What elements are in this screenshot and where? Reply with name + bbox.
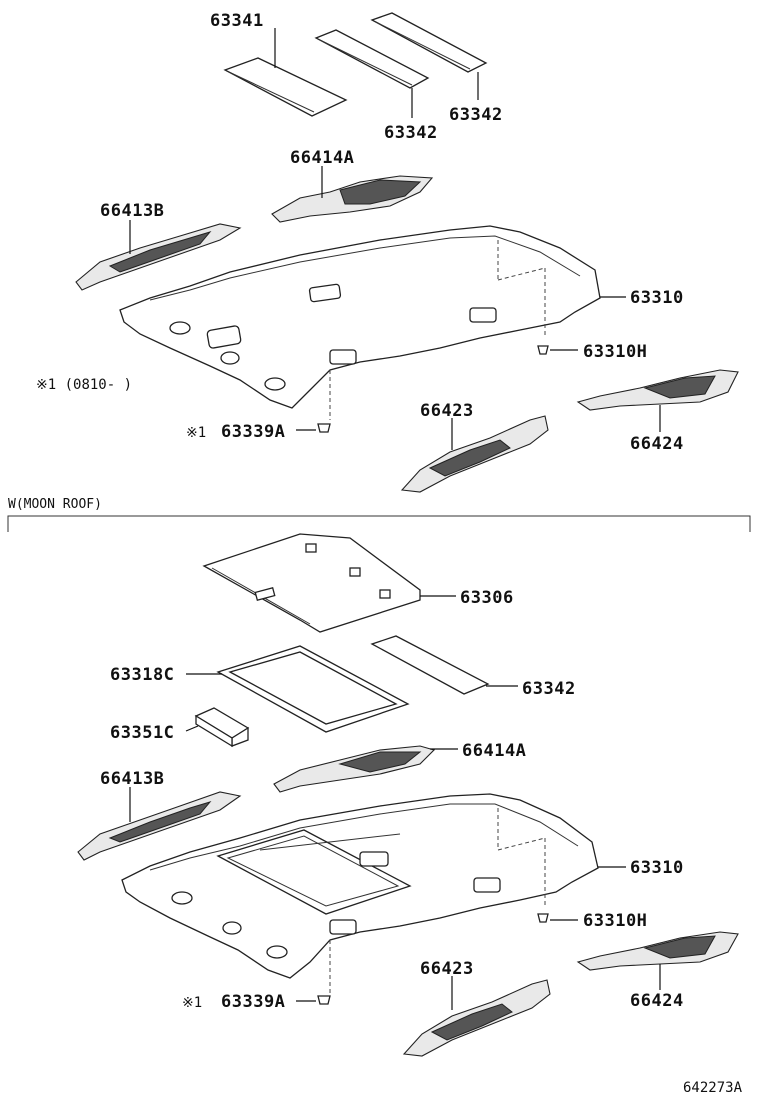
label-63342-a: 63342 — [384, 123, 438, 143]
pad-63342-a — [314, 29, 430, 89]
label-66424-bottom: 66424 — [630, 991, 684, 1011]
label-63351c: 63351C — [110, 723, 174, 743]
block-63351c — [194, 707, 250, 748]
section-bracket — [7, 515, 751, 532]
label-63342-b: 63342 — [449, 105, 503, 125]
label-63339a-bottom: 63339A — [221, 992, 285, 1012]
label-66413b-top: 66413B — [100, 201, 164, 221]
label-63310-top: 63310 — [630, 288, 684, 308]
sunshade-63306 — [202, 533, 421, 633]
clip-63339a-top — [317, 423, 331, 433]
leader-63351c — [185, 725, 199, 732]
figure-code: 642273A — [683, 1080, 743, 1096]
label-66424-top: 66424 — [630, 434, 684, 454]
label-63310-bottom: 63310 — [630, 858, 684, 878]
date-note: ※1 (0810- ) — [36, 377, 132, 393]
bracket-66414a-top — [271, 175, 434, 223]
bracket-66423-bottom — [402, 979, 551, 1057]
bracket-66413b-top — [75, 223, 242, 291]
label-66423-top: 66423 — [420, 401, 474, 421]
label-63310h-bottom: 63310H — [583, 911, 647, 931]
headliner-63310-top — [119, 225, 601, 420]
clip-63310h-top — [537, 345, 549, 355]
clip-63310h-bottom — [537, 913, 549, 923]
bracket-66423-top — [400, 415, 549, 493]
bracket-66424-bottom — [576, 931, 739, 971]
label-66423-bottom: 66423 — [420, 959, 474, 979]
pad-63341 — [223, 57, 348, 117]
pad-63342-bottom — [370, 635, 490, 695]
section-title: W(MOON ROOF) — [8, 497, 102, 512]
label-63339a-top: 63339A — [221, 422, 285, 442]
frame-63318c — [216, 645, 410, 733]
label-63341: 63341 — [210, 11, 264, 31]
bracket-66424-top — [576, 369, 739, 411]
label-63342-bottom: 63342 — [522, 679, 576, 699]
bracket-66414a-bottom — [273, 745, 436, 793]
pad-63342-b — [370, 12, 488, 73]
label-63306: 63306 — [460, 588, 514, 608]
clip-63339a-bottom — [317, 995, 331, 1005]
label-63318c: 63318C — [110, 665, 174, 685]
label-66414a-bottom: 66414A — [462, 741, 526, 761]
note-mark-bottom: ※1 — [182, 995, 202, 1011]
label-63310h-top: 63310H — [583, 342, 647, 362]
note-mark-top: ※1 — [186, 425, 206, 441]
bracket-66413b-bottom — [77, 791, 242, 861]
headliner-63310-bottom — [121, 793, 599, 994]
label-66414a-top: 66414A — [290, 148, 354, 168]
label-66413b-bottom: 66413B — [100, 769, 164, 789]
